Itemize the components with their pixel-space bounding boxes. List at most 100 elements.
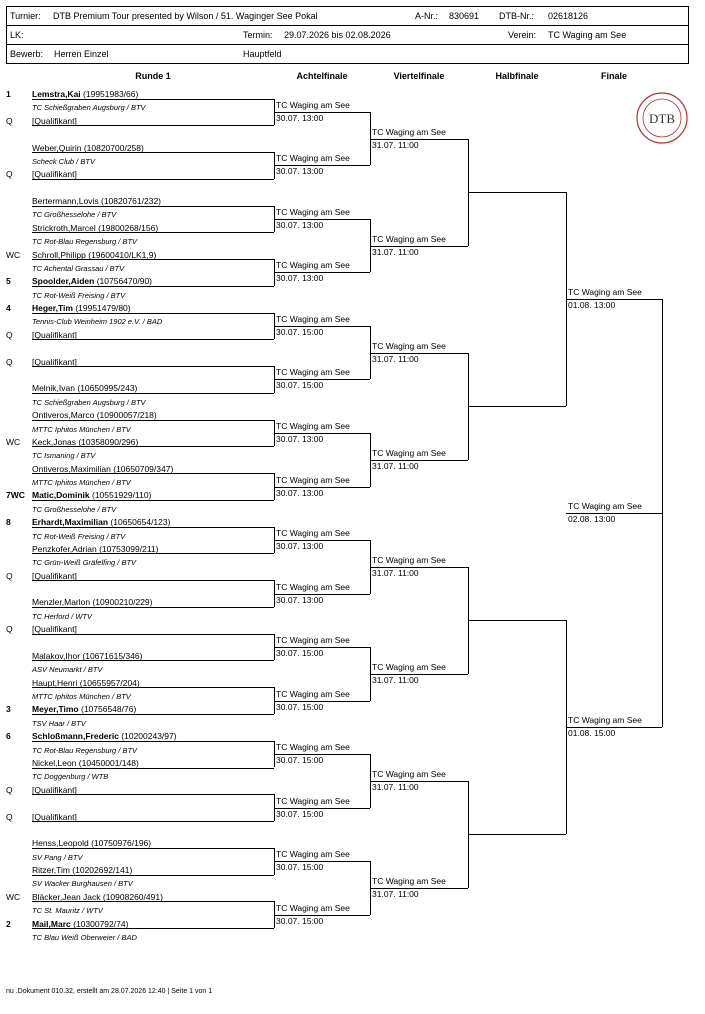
qf-line: [370, 138, 468, 140]
anr-label: A-Nr.:: [415, 11, 439, 21]
seed-label: 3: [6, 704, 11, 715]
qf-line: [370, 245, 468, 247]
seed-label: Q: [6, 811, 13, 822]
player-entry: Bertermann,Lovis (10820761/232): [32, 196, 161, 206]
r1-line: [32, 446, 274, 448]
player-entry: [Qualifikant]: [32, 330, 77, 340]
r1-line: [32, 767, 274, 769]
r1-line: [32, 473, 274, 475]
qf-line: [370, 459, 468, 461]
r1-line: [32, 205, 274, 207]
player-name: [Qualifikant]: [32, 811, 77, 822]
seed-label: 4: [6, 303, 11, 314]
player-id: (10358090/296): [75, 436, 139, 447]
player-club: TC Grün-Weiß Gräfelfing / BTV: [32, 558, 137, 568]
player-entry: Menzler,Marlon (10900210/229): [32, 597, 153, 607]
r1-line: [32, 821, 274, 823]
seed-label: 2: [6, 918, 11, 929]
dtbnr-value: 02618126: [548, 11, 589, 21]
player-entry: Spoolder,Aiden (10756470/90): [32, 276, 152, 286]
r16-line: [274, 111, 370, 113]
player-entry: Schroll,Philipp (19600410/LK1,9): [32, 250, 156, 260]
player-entry: Lemstra,Kai (19951983/66): [32, 89, 138, 99]
r1-line: [32, 125, 274, 127]
seed-label: WC: [6, 891, 21, 902]
r1-line: [32, 874, 274, 876]
seed-label: Q: [6, 115, 13, 126]
qf-venue: TC Waging am See: [372, 554, 446, 565]
qf-time: 31.07. 11:00: [372, 674, 419, 685]
player-id: (10650709/347): [110, 463, 174, 474]
qf-venue: TC Waging am See: [372, 875, 446, 886]
r16-line: [274, 325, 370, 327]
player-name: Ontiveros,Maximilian: [32, 463, 111, 474]
final-time: 02.08. 13:00: [568, 514, 616, 525]
player-club: TC Herford / WTV: [32, 611, 93, 621]
r16-line: [274, 593, 370, 595]
seed-label: WC: [6, 436, 21, 447]
player-club: SV Wacker Burghausen / BTV: [32, 879, 133, 889]
r1-line: [32, 285, 274, 287]
player-entry: Heger,Tim (19951479/80): [32, 303, 131, 313]
player-club: TC Großhesselohe / BTV: [32, 210, 117, 220]
r16-venue: TC Waging am See: [276, 474, 350, 485]
r1-line: [32, 580, 274, 582]
final-connector: [662, 299, 663, 728]
r16-time: 30.07. 13:00: [276, 112, 324, 123]
player-name: Penzkofer,Adrian: [32, 543, 97, 554]
sf-line: [468, 192, 566, 194]
player-name: Ontiveros,Marco: [32, 410, 95, 421]
player-name: Ritzer,Tim: [32, 865, 70, 876]
player-id: (10900057/218): [94, 410, 157, 421]
player-name: Meyer,Timo: [32, 704, 79, 715]
qf-venue: TC Waging am See: [372, 233, 446, 244]
player-name: [Qualifikant]: [32, 570, 77, 581]
r1-line: [32, 901, 274, 903]
r16-connector: [370, 325, 371, 380]
r1-line: [32, 606, 274, 608]
r16-time: 30.07. 13:00: [276, 166, 324, 177]
player-id: (19600410/LK1,9): [85, 249, 157, 260]
bewerb-label: Bewerb:: [10, 49, 44, 59]
player-entry: Ritzer,Tim (10202692/141): [32, 865, 132, 875]
qf-time: 31.07. 11:00: [372, 246, 419, 257]
player-entry: [Qualifikant]: [32, 812, 77, 822]
player-entry: Ontiveros,Maximilian (10650709/347): [32, 464, 173, 474]
r16-time: 30.07. 15:00: [276, 808, 324, 819]
qf-line: [370, 566, 468, 568]
r1-line: [32, 713, 274, 715]
player-name: Heger,Tim: [32, 303, 73, 314]
r16-line: [274, 165, 370, 167]
r1-connector: [274, 419, 275, 447]
player-id: (10655957/204): [77, 677, 140, 688]
sf-venue: TC Waging am See: [568, 287, 642, 298]
player-name: Keck,Jonas: [32, 436, 76, 447]
player-club: Tennis-Club Weinheim 1902 e.V. / BAD: [32, 317, 163, 327]
final-venue: TC Waging am See: [568, 501, 642, 512]
r16-venue: TC Waging am See: [276, 313, 350, 324]
player-name: [Qualifikant]: [32, 169, 77, 180]
player-name: [Qualifikant]: [32, 329, 77, 340]
r1-line: [32, 794, 274, 796]
player-name: Schloßmann,Frederic: [32, 731, 119, 742]
player-entry: Penzkofer,Adrian (10753099/211): [32, 544, 159, 554]
qf-time: 31.07. 11:00: [372, 781, 419, 792]
r16-connector: [370, 540, 371, 594]
player-id: (10202692/141): [69, 865, 133, 876]
column-header-finale: Finale: [600, 71, 627, 81]
player-name: Lemstra,Kai: [32, 89, 81, 99]
seed-label: Q: [6, 169, 13, 180]
player-id: (10820700/258): [81, 142, 144, 153]
r16-time: 30.07. 15:00: [276, 648, 324, 659]
player-name: Mail,Marc: [32, 918, 71, 929]
r16-venue: TC Waging am See: [276, 635, 350, 646]
player-id: (10300792/74): [70, 918, 129, 929]
player-id: (10908260/491): [100, 891, 163, 902]
player-club: ASV Neumarkt / BTV: [32, 665, 103, 675]
player-entry: [Qualifikant]: [32, 571, 77, 581]
player-entry: Keck,Jonas (10358090/296): [32, 437, 138, 447]
header-row-tournament: Turnier: DTB Premium Tour presented by W…: [7, 7, 688, 26]
turnier-value: DTB Premium Tour presented by Wilson / 5…: [53, 11, 318, 21]
r16-venue: TC Waging am See: [276, 902, 350, 913]
player-entry: [Qualifikant]: [32, 169, 77, 179]
